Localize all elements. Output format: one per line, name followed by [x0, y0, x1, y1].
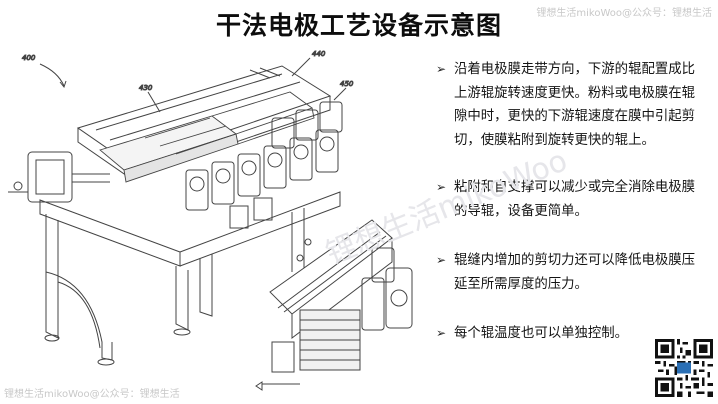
label-450: 450 [340, 80, 354, 88]
arrow-bullet-icon: ➢ [436, 326, 447, 340]
bullet-item: ➢ 沿着电极膜走带方向，下游的辊配置成比上游辊旋转速度更快。粉料或电极膜在辊隙中… [434, 58, 704, 152]
bullet-item: ➢ 粘附和自支撑可以减少或完全消除电极膜的导辊，设备更简单。 [434, 176, 704, 223]
arrow-bullet-icon: ➢ [436, 180, 447, 194]
bullet-item: ➢ 辊缝内增加的剪切力还可以降低电极膜压延至所需厚度的压力。 [434, 249, 704, 296]
bullet-text: 粘附和自支撑可以减少或完全消除电极膜的导辊，设备更简单。 [454, 180, 696, 219]
base-frame [39, 191, 341, 366]
page-title: 干法电极工艺设备示意图 [215, 11, 502, 40]
bullet-text: 每个辊温度也可以单独控制。 [454, 326, 629, 341]
label-440: 440 [312, 50, 326, 58]
machine-diagram: 400 430 440 450 [8, 50, 413, 391]
label-400-arrow [39, 63, 65, 87]
end-motor [8, 151, 110, 203]
arrow-bullet-icon: ➢ [436, 253, 447, 267]
label-430: 430 [139, 84, 153, 92]
watermark-bottom: 锂想生活mikoWoo@公众号：锂想生活 [4, 389, 180, 400]
roll-array [99, 91, 315, 183]
bullet-list: ➢ 沿着电极膜走带方向，下游的辊配置成比上游辊旋转速度更快。粉料或电极膜在辊隙中… [434, 58, 704, 346]
detail-view [255, 219, 413, 391]
label-400: 400 [22, 54, 36, 62]
bullet-text: 沿着电极膜走带方向，下游的辊配置成比上游辊旋转速度更快。粉料或电极膜在辊隙中时，… [454, 62, 696, 148]
watermark-top: 锂想生活mikoWoo@公众号：锂想生活 [536, 8, 712, 19]
drive-stacks [185, 101, 343, 211]
qr-code-icon [655, 339, 713, 397]
arrow-bullet-icon: ➢ [436, 62, 447, 76]
bullet-item: ➢ 每个辊温度也可以单独控制。 [434, 322, 704, 346]
bullet-text: 辊缝内增加的剪切力还可以降低电极膜压延至所需厚度的压力。 [454, 253, 696, 292]
